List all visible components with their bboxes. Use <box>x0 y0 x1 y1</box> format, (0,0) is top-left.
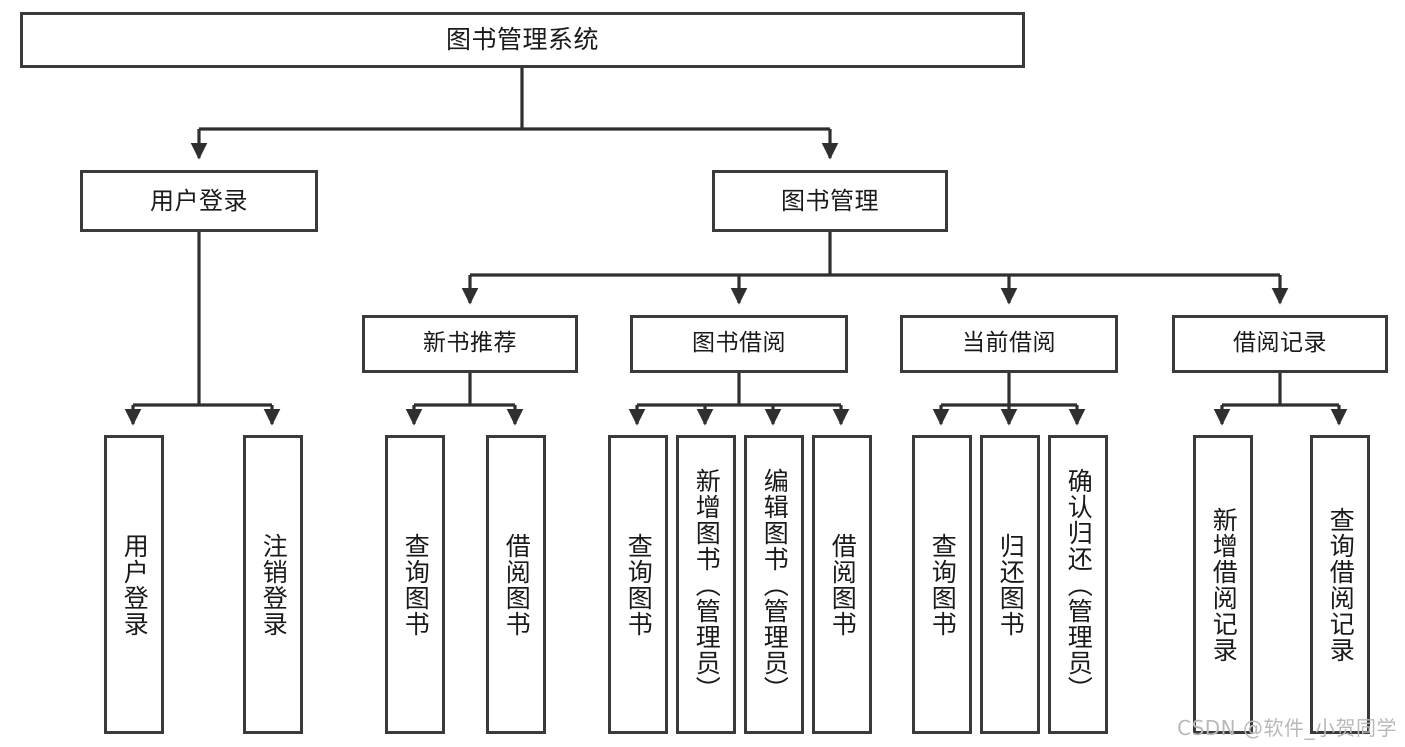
node-new-book-recommend[interactable]: 新书推荐 <box>362 315 578 373</box>
node-leaf-borrow-add-book-label: 新增图书（管理员） <box>692 467 722 702</box>
node-borrow-record-label: 借阅记录 <box>1233 330 1327 357</box>
node-book-borrow-label: 图书借阅 <box>692 330 786 357</box>
node-leaf-borrow-edit-book[interactable]: 编辑图书（管理员） <box>744 435 804 734</box>
node-book-manage-label: 图书管理 <box>781 186 879 215</box>
node-user-login-label: 用户登录 <box>150 186 248 215</box>
node-root[interactable]: 图书管理系统 <box>20 12 1025 68</box>
node-leaf-rec-add-record[interactable]: 新增借阅记录 <box>1193 435 1253 734</box>
node-leaf-cur-confirm-return[interactable]: 确认归还（管理员） <box>1048 435 1108 734</box>
node-leaf-user-login-label: 用户登录 <box>120 532 150 637</box>
node-leaf-cur-confirm-return-label: 确认归还（管理员） <box>1064 467 1094 702</box>
node-leaf-borrow-borrow-book-label: 借阅图书 <box>828 532 858 637</box>
node-book-borrow[interactable]: 图书借阅 <box>630 315 848 373</box>
node-leaf-cur-query-book[interactable]: 查询图书 <box>912 435 972 734</box>
node-leaf-cur-return-book[interactable]: 归还图书 <box>980 435 1040 734</box>
node-leaf-rec-add-record-label: 新增借阅记录 <box>1209 506 1239 663</box>
node-leaf-rec-borrow-book[interactable]: 借阅图书 <box>486 435 546 734</box>
node-leaf-rec-query-book-label: 查询图书 <box>401 532 431 637</box>
node-leaf-rec-query-record[interactable]: 查询借阅记录 <box>1310 435 1370 734</box>
node-leaf-rec-query-book[interactable]: 查询图书 <box>385 435 445 734</box>
node-leaf-borrow-query-book[interactable]: 查询图书 <box>608 435 668 734</box>
node-user-login[interactable]: 用户登录 <box>80 170 318 232</box>
node-book-manage[interactable]: 图书管理 <box>712 170 948 232</box>
node-leaf-cur-query-book-label: 查询图书 <box>928 532 958 637</box>
node-leaf-user-logout[interactable]: 注销登录 <box>243 435 303 734</box>
node-leaf-borrow-add-book[interactable]: 新增图书（管理员） <box>676 435 736 734</box>
csdn-watermark: CSDN @软件_小贺同学 <box>1177 716 1397 740</box>
node-leaf-rec-borrow-book-label: 借阅图书 <box>502 532 532 637</box>
node-leaf-rec-query-record-label: 查询借阅记录 <box>1326 506 1356 663</box>
node-leaf-user-logout-label: 注销登录 <box>259 532 289 637</box>
node-leaf-cur-return-book-label: 归还图书 <box>996 532 1026 637</box>
node-leaf-borrow-query-book-label: 查询图书 <box>624 532 654 637</box>
node-root-label: 图书管理系统 <box>445 25 599 54</box>
node-current-borrow[interactable]: 当前借阅 <box>900 315 1118 373</box>
node-leaf-borrow-borrow-book[interactable]: 借阅图书 <box>812 435 872 734</box>
node-current-borrow-label: 当前借阅 <box>962 330 1056 357</box>
node-leaf-user-login[interactable]: 用户登录 <box>104 435 164 734</box>
node-new-book-recommend-label: 新书推荐 <box>423 330 517 357</box>
node-borrow-record[interactable]: 借阅记录 <box>1172 315 1388 373</box>
node-leaf-borrow-edit-book-label: 编辑图书（管理员） <box>760 467 790 702</box>
